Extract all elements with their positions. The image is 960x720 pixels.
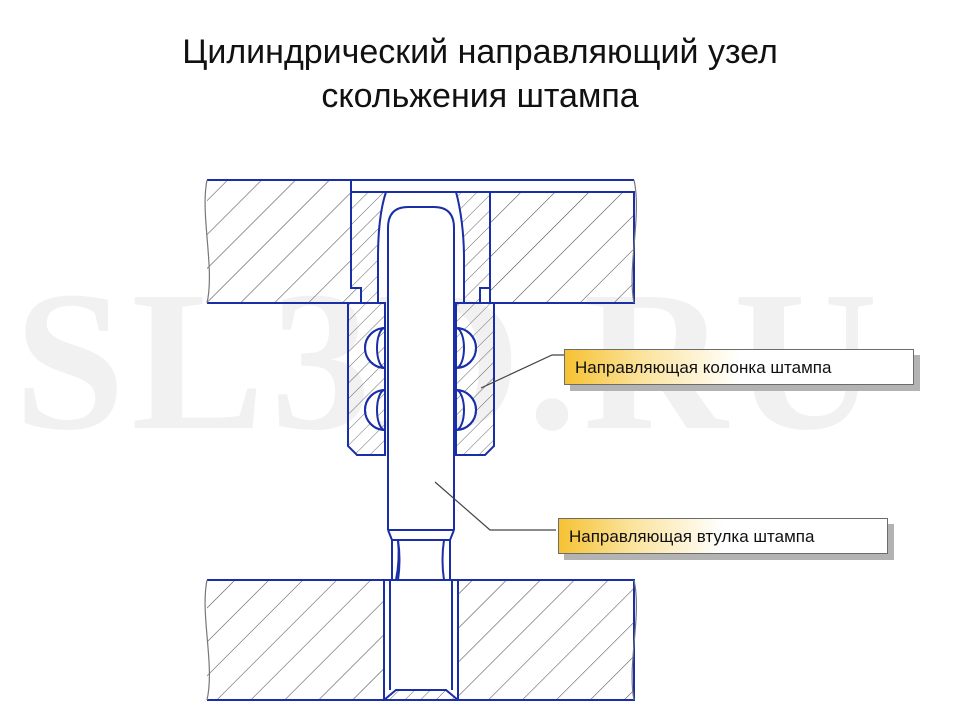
page-title: Цилиндрический направляющий узел скольже… (0, 30, 960, 118)
guide-column (387, 206, 455, 581)
title-line-2: скольжения штампа (321, 77, 639, 115)
lower-plate (204, 579, 637, 701)
column-leader-line (480, 354, 566, 389)
bushing-leader-line (434, 481, 556, 531)
callout-guide-bushing: Направляющая втулка штампа (558, 518, 888, 554)
callout-guide-column: Направляющая колонка штампа (564, 349, 914, 385)
title-line-1: Цилиндрический направляющий узел (182, 33, 778, 71)
leader-lines (434, 354, 566, 531)
bushing-body (347, 191, 495, 456)
